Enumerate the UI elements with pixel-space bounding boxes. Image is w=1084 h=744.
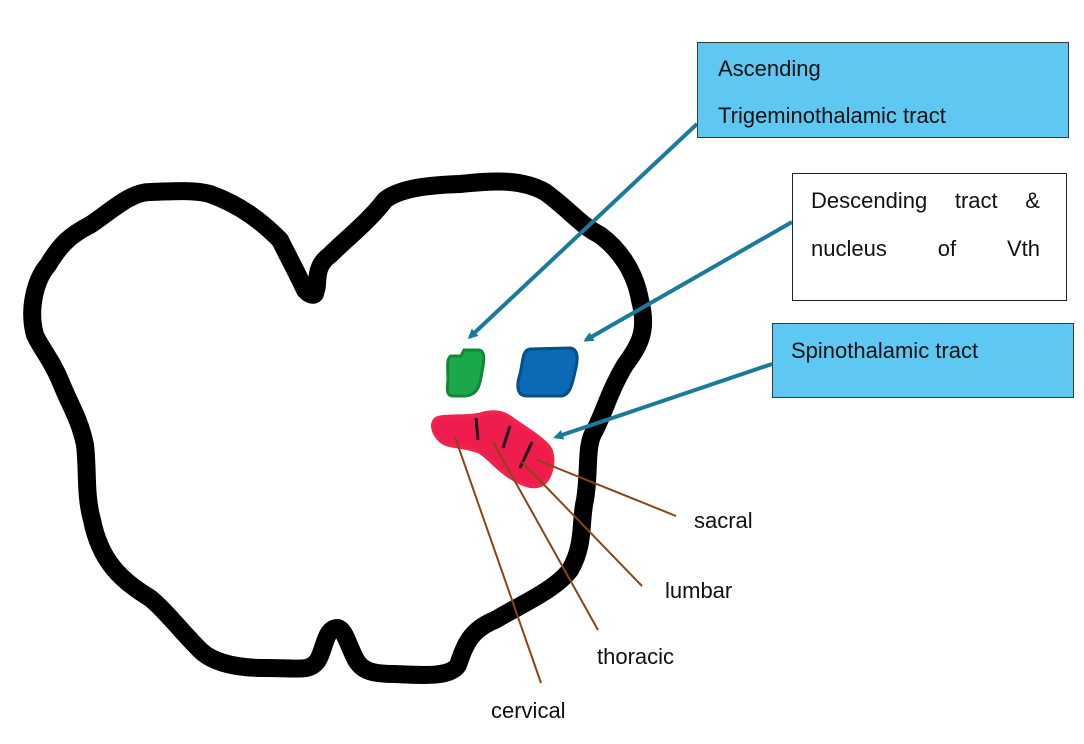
lamination-line bbox=[474, 417, 480, 441]
segment-label-sacral: sacral bbox=[694, 508, 753, 533]
segment-label-cervical: cervical bbox=[491, 698, 566, 723]
brainstem-outline bbox=[23, 172, 653, 684]
trigeminothalamic-tract-region bbox=[445, 348, 486, 398]
spinal-trigeminal-nucleus-region bbox=[516, 346, 579, 398]
leader-thoracic bbox=[492, 441, 599, 631]
label-word: tract bbox=[954, 188, 998, 213]
ascending-trigeminothalamic-label-box: Ascending Trigeminothalamic tract bbox=[697, 42, 1069, 138]
label-word: of bbox=[937, 236, 957, 261]
descending-tract-label-box: Descending tract & nucleus of Vth bbox=[792, 173, 1067, 301]
label-text: Ascending bbox=[718, 56, 821, 81]
label-word: & bbox=[1025, 188, 1040, 213]
segment-label-lumbar: lumbar bbox=[665, 578, 733, 603]
leader-lumbar bbox=[521, 461, 643, 587]
label-text: Trigeminothalamic tract bbox=[718, 103, 946, 128]
label-word: nucleus bbox=[811, 236, 887, 261]
arrow-trigeminothalamic bbox=[467, 122, 699, 340]
spinothalamic-tract-region bbox=[431, 410, 555, 489]
leader-cervical bbox=[454, 436, 542, 684]
label-word: Descending bbox=[811, 188, 928, 213]
spinothalamic-label-box: Spinothalamic tract bbox=[772, 323, 1074, 398]
label-row: nucleus of Vth bbox=[811, 238, 1040, 260]
segment-label-thoracic: thoracic bbox=[597, 644, 675, 669]
lamination-line bbox=[518, 441, 534, 469]
label-row: Descending tract & bbox=[811, 190, 1040, 212]
leader-sacral bbox=[536, 459, 677, 517]
arrow-spinothalamic bbox=[553, 362, 773, 440]
lamination-line bbox=[501, 425, 512, 449]
label-text: Spinothalamic tract bbox=[791, 338, 979, 363]
arrow-descending bbox=[583, 220, 793, 342]
label-word: Vth bbox=[1006, 236, 1040, 261]
